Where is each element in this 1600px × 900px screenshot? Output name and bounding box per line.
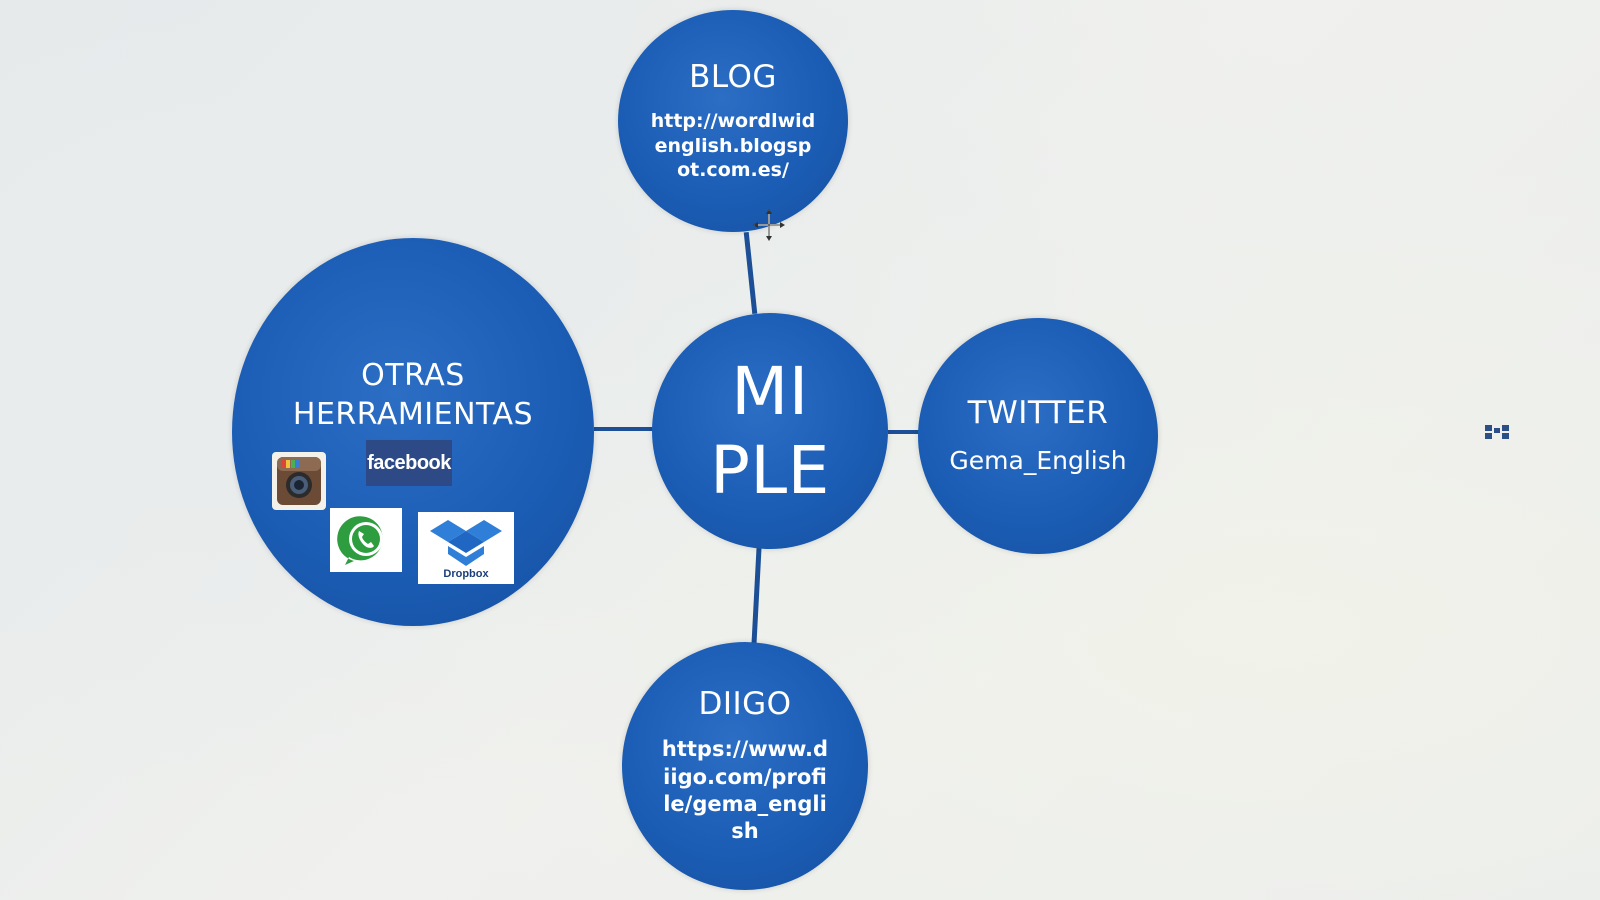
blog-title: BLOG: [689, 58, 777, 95]
connector-blog: [743, 231, 758, 315]
diigo-node[interactable]: DIIGO https://www.diigo.com/profile/gema…: [622, 642, 868, 890]
center-title-line1: MI: [731, 352, 809, 430]
twitter-node[interactable]: TWITTER Gema_English: [918, 318, 1158, 554]
center-node[interactable]: MI PLE: [652, 313, 888, 549]
blog-node[interactable]: BLOG http://wordlwidenglish.blogspot.com…: [618, 10, 848, 232]
twitter-title: TWITTER: [967, 394, 1109, 431]
connector-otras: [594, 427, 654, 431]
connector-diigo: [751, 547, 762, 645]
twitter-handle: Gema_English: [949, 445, 1127, 475]
otras-title-line1: OTRAS: [361, 358, 465, 393]
whatsapp-icon: [330, 508, 402, 572]
dropbox-logo: Dropbox: [418, 512, 514, 584]
otras-title: OTRAS HERRAMIENTAS: [273, 356, 553, 434]
instagram-icon: [272, 452, 326, 510]
diigo-url[interactable]: https://www.diigo.com/profile/gema_engli…: [661, 737, 829, 844]
diigo-title: DIIGO: [698, 686, 792, 723]
facebook-logo: facebook: [366, 440, 452, 486]
center-title-line2: PLE: [710, 432, 830, 509]
dropbox-label: Dropbox: [443, 568, 489, 580]
otras-herramientas-node[interactable]: OTRAS HERRAMIENTAS: [232, 238, 594, 626]
otras-title-line2: HERRAMIENTAS: [292, 397, 534, 432]
move-cursor-icon: [752, 208, 786, 242]
connector-twitter: [888, 430, 920, 434]
blog-url[interactable]: http://wordlwidenglish.blogspot.com.es/: [650, 109, 816, 182]
dropbox-icon: [430, 520, 502, 566]
selection-handle-icon[interactable]: [1484, 424, 1510, 440]
